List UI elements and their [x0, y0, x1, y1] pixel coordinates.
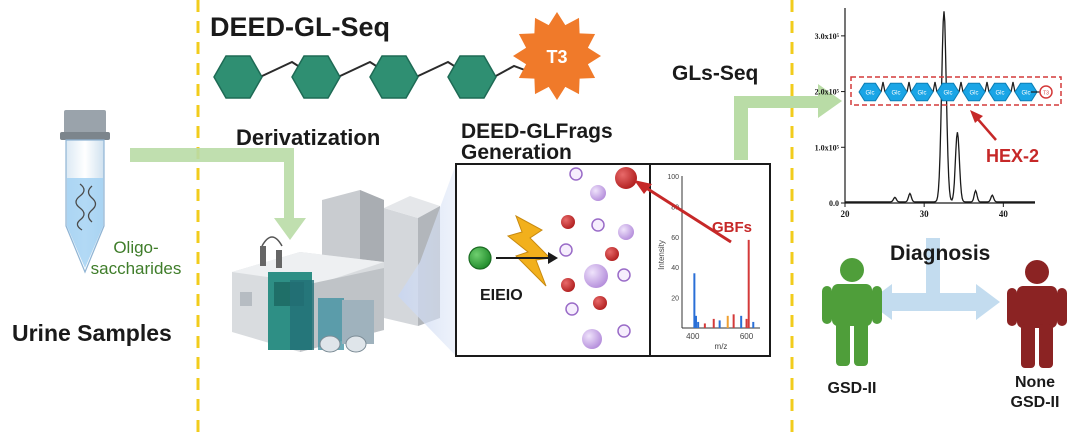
lightning-icon: [506, 214, 552, 287]
fragment-ion: [582, 329, 602, 349]
t3-label: T3: [546, 47, 567, 67]
glycan-unit-label: Glc: [918, 91, 927, 97]
glfrags-title-2: Generation: [461, 141, 572, 164]
reaction-arrowhead: [548, 252, 558, 264]
fragment-ion: [590, 185, 606, 201]
chrom-y-tick-label: 3.0x10⁵: [815, 32, 840, 41]
fragment-ion: [617, 268, 631, 282]
glycan-unit-label: Glc: [866, 91, 875, 97]
none-gsd2-label-1: None: [1015, 374, 1055, 391]
hexagon-unit: [369, 55, 419, 99]
diagnosis-stem: [926, 238, 940, 294]
glycan-unit-label: Glc: [892, 91, 901, 97]
fragment-ion: [569, 167, 583, 181]
ms-y-tick-label: 60: [671, 235, 679, 242]
mass-spectrometer-icon: [232, 190, 440, 353]
fragment-ion: [617, 324, 631, 338]
glycan-unit: [988, 82, 1012, 102]
ms-y-tick-label: 100: [667, 174, 679, 181]
glycan-unit: [1014, 82, 1038, 102]
chrom-y-tick-label: 1.0x10⁵: [815, 143, 840, 152]
zoom-beam: [398, 164, 456, 356]
t3-star-icon: [513, 12, 601, 100]
gls-seq-label: GLs-Seq: [672, 62, 758, 85]
diagnosis-double-arrow: [868, 284, 1000, 320]
glycan-link: [880, 81, 886, 93]
ms-x-axis-label: m/z: [715, 342, 728, 351]
ms-x-tick-label: 600: [740, 332, 754, 341]
diagnosis-label: Diagnosis: [890, 242, 990, 265]
glycan-link: [932, 81, 938, 93]
glycan-unit: [884, 82, 908, 102]
glycan-unit-label: Glc: [970, 91, 979, 97]
fragment-ion: [593, 296, 607, 310]
person-gsd2-icon: [822, 258, 882, 366]
deed-gl-seq-title: DEED-GL-Seq: [210, 12, 390, 42]
ms-x-tick-label: 400: [686, 332, 700, 341]
chrom-x-tick-label: 20: [841, 209, 851, 219]
glycan-end-label: T3: [1043, 91, 1049, 97]
chrom-x-tick-label: 30: [920, 209, 930, 219]
fragment-ion: [591, 218, 605, 232]
hex2-arrowhead: [970, 110, 983, 123]
glycan-unit-label: Glc: [944, 91, 953, 97]
glycan-unit: [962, 82, 986, 102]
person-none-gsd2-icon: [1007, 260, 1067, 368]
hexagon-unit: [291, 55, 341, 99]
none-gsd2-label-2: GSD-II: [1011, 394, 1060, 411]
glycan-unit: [910, 82, 934, 102]
glycan-end-tag: [1039, 85, 1053, 99]
gsd2-label: GSD-II: [828, 380, 877, 397]
chrom-y-tick-label: 0.0: [829, 199, 839, 208]
gbfs-label: GBFs: [712, 219, 752, 236]
ms-y-tick-label: 20: [671, 296, 679, 303]
fragment-ion: [615, 167, 637, 189]
fragment-ion: [561, 278, 575, 292]
hex2-arrow: [975, 116, 997, 141]
glycan-link: [1010, 81, 1016, 93]
derivatization-arrow: [130, 148, 306, 240]
glycan-highlight-box: [850, 76, 1062, 106]
fragment-ion: [605, 247, 619, 261]
glycan-unit-label: Glc: [1022, 91, 1031, 97]
fragment-ions: [559, 167, 637, 349]
derivatization-label: Derivatization: [236, 125, 380, 150]
chrom-y-tick-label: 2.0x10⁵: [815, 88, 840, 97]
eieio-label: EIEIO: [480, 287, 523, 304]
ms-y-tick-label: 40: [671, 265, 679, 272]
gbfs-arrowhead: [634, 180, 652, 194]
chrom-x-tick-label: 40: [999, 209, 1009, 219]
glfrags-title-1: DEED-GLFrags: [461, 120, 613, 143]
glycan-unit: [936, 82, 960, 102]
fragment-ion: [565, 302, 579, 316]
glycan-unit: [858, 82, 882, 102]
hexagon-unit: [447, 55, 497, 99]
glsseq-arrow: [734, 84, 842, 160]
gbfs-arrow: [639, 182, 732, 244]
oligo-label-1: Oligo-: [113, 238, 158, 257]
glycan-structure: Glc Glc Glc Glc Glc Glc Glc T3: [858, 81, 1053, 102]
glycan-unit-label: Glc: [996, 91, 1005, 97]
hexagon-chain: [213, 55, 531, 99]
hex2-label: HEX-2: [986, 146, 1039, 166]
chromatogram-chart: 0.0 1.0x10⁵ 2.0x10⁵ 3.0x10⁵ 20 30 40: [815, 8, 1035, 219]
fragment-ion: [559, 243, 573, 257]
glycan-link: [984, 81, 990, 93]
fragment-ion: [618, 224, 634, 240]
test-tube-icon: [60, 110, 110, 274]
fragment-ion: [561, 215, 575, 229]
chrom-trace: [845, 11, 1035, 203]
glycan-link: [906, 81, 912, 93]
ms-y-axis-label: Intensity: [657, 240, 666, 270]
oligo-label-2: saccharides: [91, 259, 182, 278]
glycan-link: [958, 81, 964, 93]
precursor-ion: [468, 246, 492, 270]
fragment-ion: [584, 264, 608, 288]
urine-samples-label: Urine Samples: [12, 320, 172, 346]
hexagon-unit: [213, 55, 263, 99]
